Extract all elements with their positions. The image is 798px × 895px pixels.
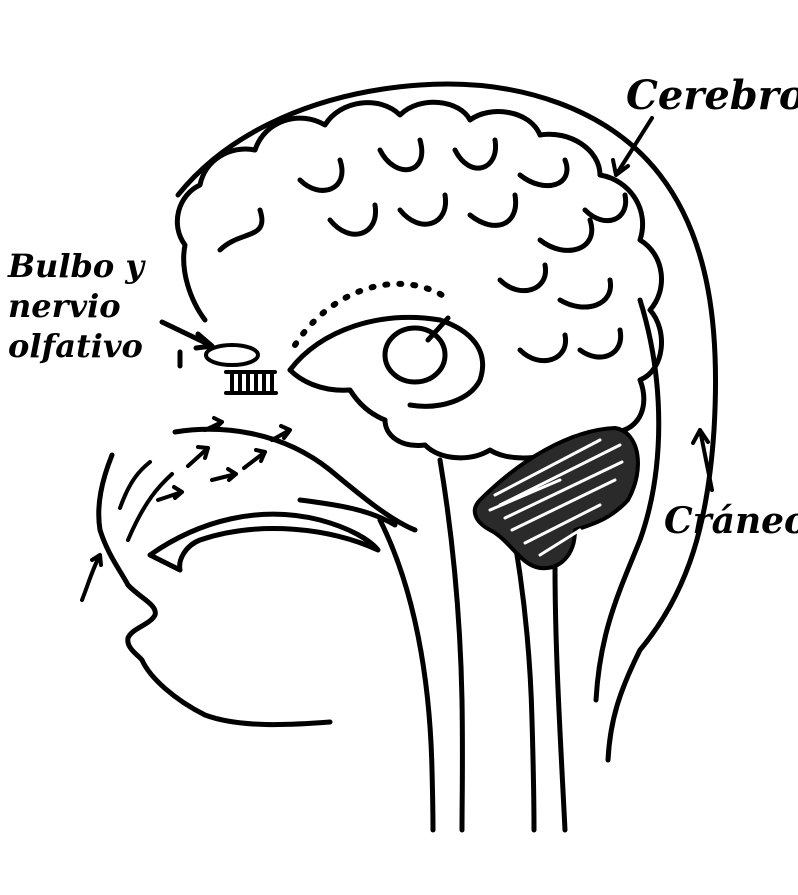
olfactory-bulb [206,345,258,365]
brainstem-left [440,460,462,830]
label-cerebro: Cerebro [626,72,798,119]
face-profile [99,455,330,725]
label-bulbo-nervio-olfativo: Bulbo y nervio olfativo [8,246,144,366]
spine-line-left [380,520,433,830]
label-bulbo-line2: nervio [8,286,144,326]
olfactory-nerve [226,372,276,393]
cerebellum [475,428,638,568]
bulbo-pointer-arrow [162,322,212,348]
oval-structure [385,328,445,382]
airflow-arrows [82,418,290,600]
dotted-arc [295,284,450,345]
label-bulbo-line3: olfativo [8,326,144,366]
label-bulbo-line1: Bulbo y [8,246,144,286]
nasal-cavity-lower [150,514,378,570]
spine-line-right [555,565,565,830]
cerebro-pointer-arrow [613,118,652,175]
label-craneo: Cráneo [664,500,798,542]
